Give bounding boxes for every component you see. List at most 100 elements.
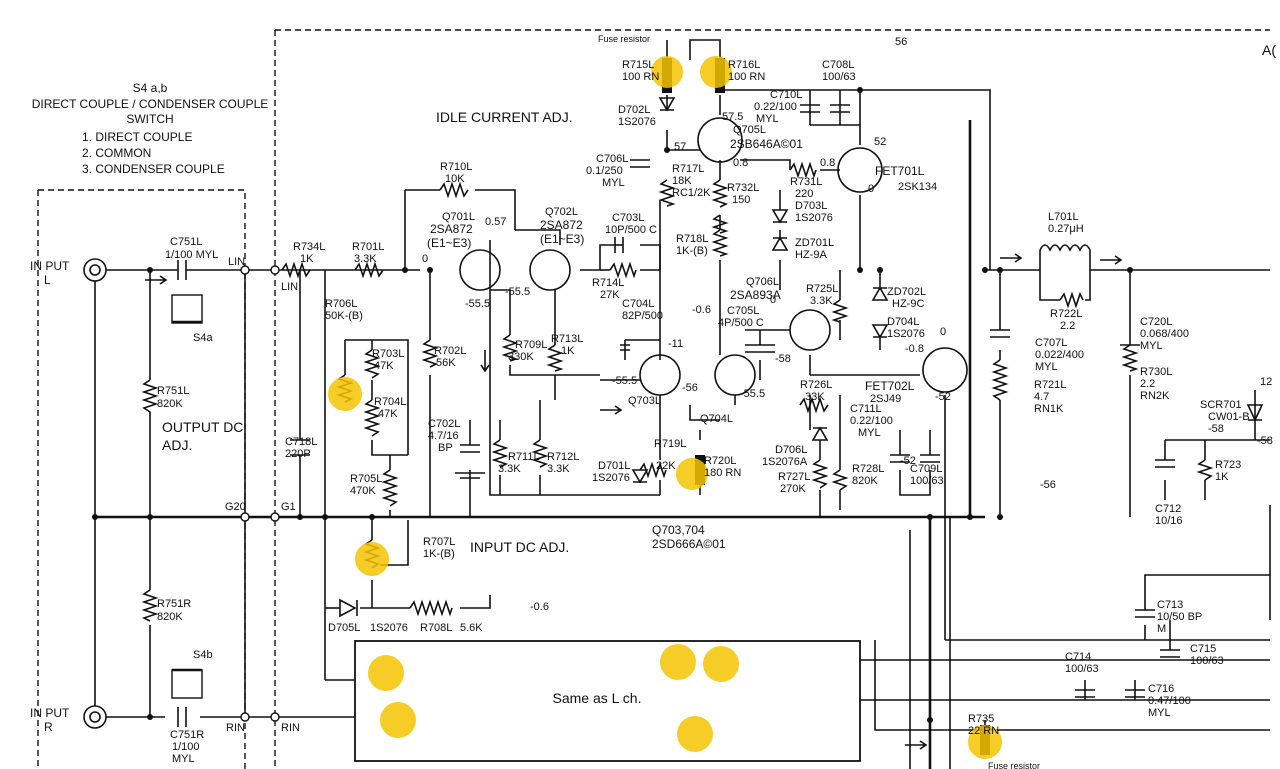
highlight-r720l <box>676 458 708 490</box>
c713-type: M <box>1157 623 1166 635</box>
c710l-value: 0.22/100 <box>754 101 797 113</box>
r708l-name: R708L <box>420 622 452 634</box>
c751r-type: MYL <box>172 753 195 765</box>
q705l-name: Q705L <box>733 124 766 136</box>
c705l-value: 4P/500 C <box>718 317 764 329</box>
v-555-c: -55.5 <box>612 375 637 387</box>
zd702l-value: HZ-9C <box>892 298 924 310</box>
highlight-r735 <box>968 725 1002 759</box>
r731l-value: 220 <box>795 188 813 200</box>
v-06: -0.6 <box>692 304 711 316</box>
c710l-name: C710L <box>770 89 802 101</box>
idle-current-label: IDLE CURRENT ADJ. <box>436 109 573 125</box>
d704l-name: D704L <box>887 316 919 328</box>
fet701l-name: FET701L <box>875 164 925 178</box>
d702l-name: D702L <box>618 104 650 116</box>
c716-type: MYL <box>1148 707 1171 719</box>
d703l-value: 1S2076 <box>795 212 833 224</box>
v-0-lin: 0 <box>422 253 428 265</box>
q701l-name: Q701L <box>442 211 475 223</box>
r751l-value: 820K <box>157 398 183 410</box>
v-057: 0.57 <box>485 216 506 228</box>
lin-label: LIN <box>228 256 245 268</box>
r712l-name: R712L <box>547 451 579 463</box>
v-0-fet: 0 <box>868 183 874 195</box>
c708l-value: 100/63 <box>822 71 856 83</box>
v-0-r: 0 <box>940 326 946 338</box>
c711l-value: 0.22/100 <box>850 415 893 427</box>
c704l-name: C704L <box>622 298 654 310</box>
v-58-scr: -58 <box>1208 423 1224 435</box>
r701l-value: 3.3K <box>354 253 377 265</box>
q704l-name: Q704L <box>700 413 733 425</box>
highlight-box-2 <box>380 702 416 738</box>
r706l-name: R706L <box>325 298 357 310</box>
v-575: 57.5 <box>722 111 743 123</box>
g20-label: G20 <box>225 501 246 513</box>
switch-item-1: 1. DIRECT COUPLE <box>82 130 192 144</box>
r713l-value: 1K <box>561 345 575 357</box>
highlight-r706l <box>328 377 362 411</box>
q703-704-part: 2SD666A©01 <box>652 537 726 551</box>
c702l-type: BP <box>438 442 453 454</box>
v-11: -11 <box>668 338 683 350</box>
c707l-type: MYL <box>1035 361 1058 373</box>
r703l-value: 47K <box>374 360 394 372</box>
scr701-name: SCR701 <box>1200 399 1242 411</box>
r714l-value: 27K <box>600 289 620 301</box>
r717l-name: R717L <box>672 163 704 175</box>
r711l-name: R711L <box>508 451 540 463</box>
r730l-type: RN2K <box>1140 390 1170 402</box>
r718l-name: R718L <box>676 233 708 245</box>
c712-value: 10/16 <box>1155 515 1183 527</box>
r702l-name: R702L <box>434 345 466 357</box>
c713-value: 10/50 BP <box>1157 611 1202 623</box>
r725l-name: R725L <box>806 283 838 295</box>
c707l-name: C707L <box>1035 337 1067 349</box>
rin-label: RIN <box>226 722 245 734</box>
c716-value: 0.47/100 <box>1148 695 1191 707</box>
switch-item-3: 3. CONDENSER COUPLE <box>82 162 225 176</box>
r720l-value: 180 RN <box>704 467 741 479</box>
input-jack-right: IN PUT R <box>30 705 107 734</box>
r703l-name: R703L <box>372 348 404 360</box>
r728l-value: 820K <box>852 475 878 487</box>
c751r-name: C751R <box>170 729 204 741</box>
c702l-value: 4.7/16 <box>428 430 459 442</box>
r709l-name: R709L <box>515 339 547 351</box>
d704l-value: 1S2076 <box>887 328 925 340</box>
switch-line2: SWITCH <box>126 112 173 126</box>
r751l-name: R751L <box>157 385 189 397</box>
c709l-value: 100/63 <box>910 475 944 487</box>
wiring <box>94 39 1271 769</box>
right-channel-box: Same as L ch. <box>354 640 861 762</box>
r710l-name: R710L <box>440 161 472 173</box>
r726l-name: R726L <box>800 379 832 391</box>
r705l-value: 470K <box>350 485 376 497</box>
c704l-value: 82P/500 <box>622 310 663 322</box>
r705l-name: R705L <box>350 473 382 485</box>
r723-value: 1K <box>1215 471 1229 483</box>
r717l-type: RC1/2K <box>672 187 711 199</box>
s4b-label: S4b <box>193 649 213 661</box>
r713l-name: R713L <box>551 333 583 345</box>
r715l-value: 100 RN <box>622 71 659 83</box>
scr701-part: CW01-B <box>1208 411 1250 423</box>
q706l-name: Q706L <box>746 276 779 288</box>
r709l-value: 330K <box>508 351 534 363</box>
r715l-name: R715L <box>622 59 654 71</box>
c713-name: C713 <box>1157 599 1183 611</box>
fet702l-name: FET702L <box>865 379 915 393</box>
v-08-a: 0.8 <box>733 157 748 169</box>
r710l-value: 10K <box>445 173 465 185</box>
r721l-value: 4.7 <box>1034 391 1049 403</box>
output-dc-label: OUTPUT DC <box>162 419 243 435</box>
v-57: 57 <box>674 141 686 153</box>
highlight-box-5 <box>677 716 713 752</box>
r728l-name: R728L <box>852 463 884 475</box>
c705l-name: C705L <box>727 305 759 317</box>
l701l-value: 0.27μH <box>1048 223 1084 235</box>
v-56-right: -56 <box>1040 479 1056 491</box>
r735-value: 22 RN <box>968 725 999 737</box>
